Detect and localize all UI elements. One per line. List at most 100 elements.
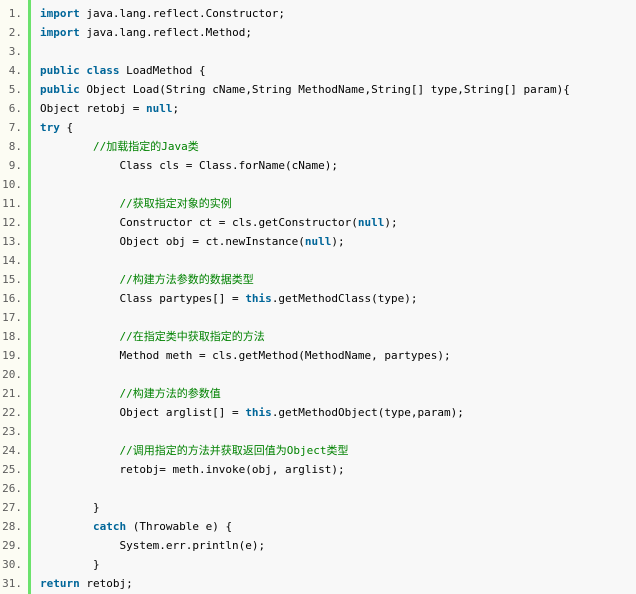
code-text: catch (Throwable e) { bbox=[40, 517, 232, 536]
keyword-token: null bbox=[357, 216, 385, 229]
code-text: Object obj = ct.newInstance(null); bbox=[40, 232, 345, 251]
code-line: 19. Method meth = cls.getMethod(MethodNa… bbox=[0, 346, 636, 365]
code-line: 22. Object arglist[] = this.getMethodObj… bbox=[0, 403, 636, 422]
line-number: 23. bbox=[2, 425, 22, 438]
line-number: 17. bbox=[2, 311, 22, 324]
line-number: 25. bbox=[2, 463, 22, 476]
comment-token: //在指定类中获取指定的方法 bbox=[119, 330, 265, 343]
text-token: java.lang.reflect.Method; bbox=[79, 26, 252, 39]
code-line: 21. //构建方法的参数值 bbox=[0, 384, 636, 403]
line-number: 22. bbox=[2, 406, 22, 419]
code-line: 24. //调用指定的方法并获取返回值为Object类型 bbox=[0, 441, 636, 460]
text-token: System.err.println(e); bbox=[40, 539, 266, 552]
code-line: 12. Constructor ct = cls.getConstructor(… bbox=[0, 213, 636, 232]
code-line: 8. //加载指定的Java类 bbox=[0, 137, 636, 156]
text-token: ); bbox=[331, 235, 345, 248]
code-line: 30. } bbox=[0, 555, 636, 574]
code-line: 4. public class LoadMethod { bbox=[0, 61, 636, 80]
text-token: java.lang.reflect.Constructor; bbox=[79, 7, 286, 20]
code-line: 3. bbox=[0, 42, 636, 61]
line-number: 24. bbox=[2, 444, 22, 457]
code-line: 5. public Object Load(String cName,String… bbox=[0, 80, 636, 99]
code-text: import java.lang.reflect.Constructor; bbox=[40, 4, 285, 23]
line-number: 14. bbox=[2, 254, 22, 267]
code-line: 28. catch (Throwable e) { bbox=[0, 517, 636, 536]
text-token: (Throwable e) { bbox=[126, 520, 233, 533]
line-number: 29. bbox=[2, 539, 22, 552]
code-line: 6.Object retobj = null; bbox=[0, 99, 636, 118]
line-number: 4. bbox=[8, 64, 22, 77]
keyword-token: public bbox=[40, 64, 80, 77]
text-token bbox=[40, 330, 119, 343]
line-number: 13. bbox=[2, 235, 22, 248]
line-number: 1. bbox=[8, 7, 22, 20]
gutter-divider bbox=[28, 0, 31, 594]
code-lines: 1.import java.lang.reflect.Constructor;2… bbox=[0, 4, 636, 593]
comment-token: //构建方法参数的数据类型 bbox=[119, 273, 254, 286]
keyword-token: class bbox=[86, 64, 120, 77]
code-line: 31.return retobj; bbox=[0, 574, 636, 593]
text-token: retobj= meth.invoke(obj, arglist); bbox=[40, 463, 345, 476]
code-text: Method meth = cls.getMethod(MethodName, … bbox=[40, 346, 451, 365]
text-token: { bbox=[59, 121, 74, 134]
line-number: 10. bbox=[2, 178, 22, 191]
text-token: LoadMethod { bbox=[119, 64, 206, 77]
line-number: 15. bbox=[2, 273, 22, 286]
line-number-gutter bbox=[0, 0, 28, 594]
keyword-token: null bbox=[145, 102, 173, 115]
text-token: Object obj = ct.newInstance( bbox=[40, 235, 305, 248]
line-number: 5. bbox=[8, 83, 22, 96]
text-token: Class partypes[] = bbox=[40, 292, 246, 305]
line-number: 18. bbox=[2, 330, 22, 343]
code-text: retobj= meth.invoke(obj, arglist); bbox=[40, 460, 345, 479]
text-token bbox=[40, 387, 119, 400]
comment-token: //获取指定对象的实例 bbox=[119, 197, 232, 210]
comment-token: //调用指定的方法并获取返回值为Object类型 bbox=[119, 444, 349, 457]
code-text: Constructor ct = cls.getConstructor(null… bbox=[40, 213, 397, 232]
text-token bbox=[40, 273, 119, 286]
comment-token: //加载指定的Java类 bbox=[92, 140, 199, 153]
line-number: 3. bbox=[8, 45, 22, 58]
code-text: //加载指定的Java类 bbox=[40, 137, 199, 156]
text-token: } bbox=[40, 501, 100, 514]
keyword-token: catch bbox=[92, 520, 127, 533]
text-token bbox=[40, 140, 93, 153]
code-text: public Object Load(String cName,String M… bbox=[40, 80, 570, 99]
code-line: 18. //在指定类中获取指定的方法 bbox=[0, 327, 636, 346]
code-line: 1. import java.lang.reflect.Constructor; bbox=[0, 4, 636, 23]
code-text: } bbox=[40, 498, 100, 517]
code-line: 17. bbox=[0, 308, 636, 327]
keyword-token: null bbox=[304, 235, 332, 248]
code-line: 26. bbox=[0, 479, 636, 498]
line-number: 26. bbox=[2, 482, 22, 495]
code-line: 16. Class partypes[] = this.getMethodCla… bbox=[0, 289, 636, 308]
text-token: ; bbox=[172, 102, 180, 115]
text-token bbox=[40, 520, 93, 533]
comment-token: //构建方法的参数值 bbox=[119, 387, 221, 400]
text-token: Constructor ct = cls.getConstructor( bbox=[40, 216, 358, 229]
line-number: 8. bbox=[8, 140, 22, 153]
keyword-token: import bbox=[40, 26, 80, 39]
code-line: 15. //构建方法参数的数据类型 bbox=[0, 270, 636, 289]
line-number: 20. bbox=[2, 368, 22, 381]
code-line: 20. bbox=[0, 365, 636, 384]
keyword-token: import bbox=[40, 7, 80, 20]
code-text: import java.lang.reflect.Method; bbox=[40, 23, 252, 42]
code-text: System.err.println(e); bbox=[40, 536, 265, 555]
code-text: } bbox=[40, 555, 100, 574]
line-number: 27. bbox=[2, 501, 22, 514]
code-line: 2.import java.lang.reflect.Method; bbox=[0, 23, 636, 42]
code-line: 9. Class cls = Class.forName(cName); bbox=[0, 156, 636, 175]
line-number: 30. bbox=[2, 558, 22, 571]
text-token: .getMethodObject(type,param); bbox=[271, 406, 464, 419]
code-line: 14. bbox=[0, 251, 636, 270]
text-token: Object Load(String cName,String MethodNa… bbox=[79, 83, 570, 96]
text-token: Method meth = cls.getMethod(MethodName, … bbox=[40, 349, 451, 362]
code-text: Object arglist[] = this.getMethodObject(… bbox=[40, 403, 464, 422]
keyword-token: this bbox=[245, 406, 272, 419]
code-text: try { bbox=[40, 118, 73, 137]
code-line: 7.try { bbox=[0, 118, 636, 137]
line-number: 16. bbox=[2, 292, 22, 305]
line-number: 6. bbox=[8, 102, 22, 115]
code-text: //构建方法参数的数据类型 bbox=[40, 270, 254, 289]
